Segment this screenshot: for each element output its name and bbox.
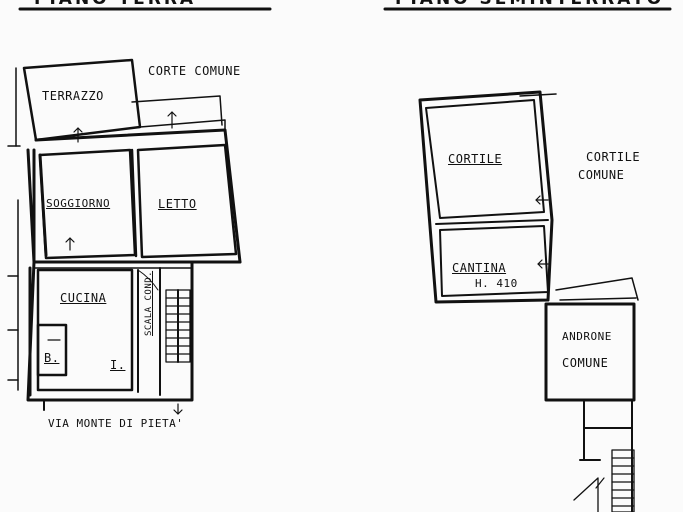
ground-floor-title: PIANO TERRA bbox=[34, 0, 196, 8]
arrow-marks bbox=[47, 111, 183, 415]
bathroom-walls bbox=[36, 323, 68, 377]
bagno-label: B. bbox=[44, 351, 60, 365]
androne-label-2: COMUNE bbox=[562, 356, 609, 370]
cortile-comune-label-2: COMUNE bbox=[578, 168, 625, 182]
basement-inner-walls bbox=[425, 99, 549, 297]
basement-lower-walls bbox=[579, 399, 633, 512]
terrace-railing bbox=[131, 95, 223, 126]
ground-stairs bbox=[165, 289, 191, 363]
basement-title: PIANO SEMINTERRATO bbox=[395, 0, 664, 8]
living-bedroom-walls bbox=[38, 143, 238, 260]
ripostiglio-label: I. bbox=[110, 358, 126, 372]
terrazzo-label: TERRAZZO bbox=[42, 89, 104, 103]
basement-stairs bbox=[573, 449, 635, 512]
letto-label: LETTO bbox=[158, 197, 197, 211]
basement-arrows bbox=[535, 195, 605, 489]
cantina-height-label: H. 410 bbox=[475, 277, 518, 290]
cortile-label: CORTILE bbox=[448, 152, 503, 166]
cucina-label: CUCINA bbox=[60, 291, 107, 305]
street-label: VIA MONTE DI PIETA' bbox=[48, 417, 184, 430]
androne-label-1: ANDRONE bbox=[562, 330, 612, 343]
cantina-label: CANTINA bbox=[452, 261, 507, 275]
soggiorno-label: SOGGIORNO bbox=[46, 197, 111, 210]
cortile-comune-label-1: CORTILE bbox=[586, 150, 641, 164]
basement-outer-walls bbox=[418, 90, 554, 304]
scala-label: SCALA COND. bbox=[144, 270, 154, 336]
ground-outer-walls bbox=[26, 128, 242, 402]
corte-comune-label: CORTE COMUNE bbox=[148, 64, 241, 78]
androne-walls bbox=[544, 302, 636, 402]
window-marks bbox=[7, 67, 21, 391]
